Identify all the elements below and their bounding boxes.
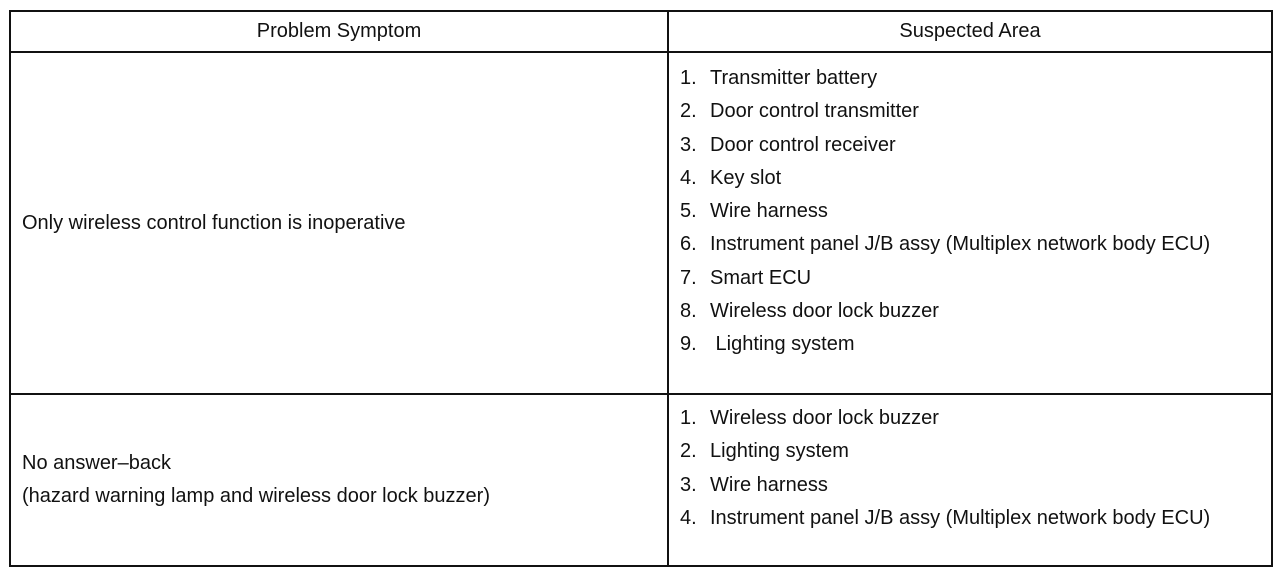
item-number: 1. (680, 67, 697, 89)
symptom-text: No answer–back (22, 452, 171, 474)
list-item: 3. Wire harness (669, 469, 1271, 502)
header-suspected-area: Suspected Area (667, 10, 1273, 53)
item-text: Door control transmitter (710, 100, 919, 123)
symptom-text: Only wireless control function is inoper… (22, 211, 406, 234)
item-text: Instrument panel J/B assy (Multiplex net… (710, 233, 1211, 256)
item-text: Door control receiver (710, 133, 896, 156)
item-text: Wireless door lock buzzer (710, 407, 939, 429)
suspected-area-list: 1. Transmitter battery 2. Door control tra… (669, 53, 1271, 362)
item-text: Lighting system (710, 440, 849, 463)
item-number: 2. (680, 440, 697, 463)
list-item: 4. Instrument panel J/B assy (Multiplex n… (669, 502, 1271, 535)
table-row: No answer–back (hazard warning lamp and … (9, 393, 1273, 567)
list-item: 3. Door control receiver (669, 129, 1271, 162)
list-item: 7. Smart ECU (669, 262, 1271, 295)
troubleshooting-table: Problem Symptom Suspected Area Only wire… (9, 10, 1273, 567)
item-text: Smart ECU (710, 266, 812, 289)
item-number: 9. (680, 333, 697, 356)
list-item: 1. Wireless door lock buzzer (669, 402, 1271, 435)
item-text: Wire harness (710, 200, 828, 223)
suspected-area-cell: 1. Transmitter battery 2. Door control tra… (667, 51, 1273, 395)
item-text: Wire harness (710, 473, 828, 496)
header-problem-symptom: Problem Symptom (9, 10, 669, 53)
item-number: 5. (680, 200, 697, 223)
item-number: 3. (680, 133, 697, 156)
item-text: Instrument panel J/B assy (Multiplex net… (710, 506, 1211, 529)
symptom-cell: No answer–back (hazard warning lamp and … (9, 393, 669, 567)
item-number: 4. (680, 506, 697, 529)
list-item: 2. Lighting system (669, 435, 1271, 468)
item-number: 4. (680, 166, 697, 189)
item-text: Wireless door lock buzzer (710, 300, 939, 323)
item-number: 7. (680, 266, 697, 289)
item-number: 8. (680, 300, 697, 323)
suspected-area-list: 1. Wireless door lock buzzer 2. Lighting s… (669, 395, 1271, 535)
list-item: 4. Key slot (669, 162, 1271, 195)
list-item: 8. Wireless door lock buzzer (669, 295, 1271, 328)
symptom-text: (hazard warning lamp and wireless door l… (22, 485, 490, 507)
item-text: Key slot (710, 166, 782, 189)
item-number: 2. (680, 100, 697, 123)
list-item: 6. Instrument panel J/B assy (Multiplex n… (669, 228, 1271, 261)
list-item: 2. Door control transmitter (669, 95, 1271, 128)
item-text: Lighting system (710, 333, 855, 356)
suspected-area-cell: 1. Wireless door lock buzzer 2. Lighting s… (667, 393, 1273, 567)
item-text: Transmitter battery (710, 67, 878, 89)
item-number: 3. (680, 473, 697, 496)
item-number: 1. (680, 407, 697, 429)
list-item: 5. Wire harness (669, 195, 1271, 228)
table-header-row: Problem Symptom Suspected Area (9, 10, 1273, 53)
item-number: 6. (680, 233, 697, 256)
symptom-cell: Only wireless control function is inoper… (9, 51, 669, 395)
list-item: 9. Lighting system (669, 328, 1271, 361)
table-row: Only wireless control function is inoper… (9, 51, 1273, 395)
list-item: 1. Transmitter battery (669, 62, 1271, 95)
